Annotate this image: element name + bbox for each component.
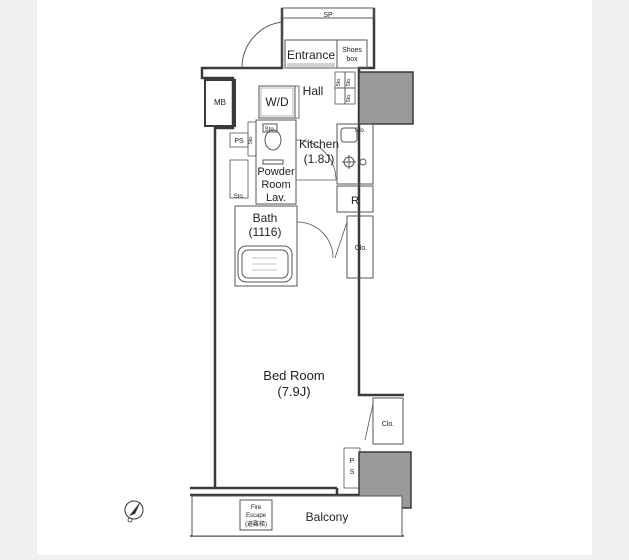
fire-escape-label-1: Fire [251,505,262,511]
closet-top [346,215,374,279]
closet-top-label: Clo. [355,245,368,252]
sp-strip [281,7,375,19]
powder-room [255,119,297,205]
sto-shelf-3: Sto. [346,94,352,103]
ps-bottom-label-2: S [350,469,355,476]
sto-powder-label: Sto. [234,194,245,200]
bath-label: Bath [253,211,278,225]
bedroom-label: Bed Room [263,368,324,383]
sp-label: SP [323,12,333,19]
entrance-label: Entrance [287,48,335,62]
ps-bottom-label-1: P [350,458,355,465]
powder-label-3: Lav. [266,192,286,204]
entrance-steps [287,63,335,67]
sto-small-label: Sto. [265,127,276,133]
hall-label: Hall [303,84,324,98]
mb-label: MB [214,98,226,107]
fire-escape-label-3: (避難梯) [245,520,267,528]
compass-icon [124,500,144,523]
bathroom [234,205,298,287]
fire-escape-label-2: Escape [246,513,267,519]
sto-shelf-2: Sto. [346,78,352,87]
ps-top-label: PS [234,138,244,145]
wd-label: W/D [265,95,289,109]
bedroom-size: (7.9J) [277,384,310,399]
shoes-box [336,39,368,69]
fridge-label: R [351,195,359,207]
shoes-box-label-1: Shoes [342,47,362,54]
floor-plan-canvas: SP Entrance Shoes box [37,0,592,555]
shoes-box-label-2: box [346,56,358,63]
hall-storage-shelves: Sto. Sto. Sto. [334,71,356,105]
kitchen-size: (1.8J) [304,152,335,166]
sto-kitchen: Sto. [355,128,366,134]
bath-grid [252,257,277,271]
powder-label-2: Room [261,179,290,191]
kitchen-label: Kitchen [299,137,339,151]
closet-bottom [372,397,404,445]
closet-bottom-label: Clo. [382,421,395,428]
sto-small-vertical: Sto. [248,136,254,145]
entrance-door-arc [241,21,283,69]
column-top [358,71,414,125]
fire-escape-box [239,499,273,531]
fridge-box [336,185,374,213]
floor-plan-drawing: SP Entrance Shoes box [124,7,414,537]
ps-box-bottom [343,447,361,489]
balcony-area [191,495,403,537]
kitchen-counter [336,123,374,185]
balcony-label: Balcony [306,510,349,524]
sto-shelf-1: Sto. [336,78,342,87]
bath-size: (1116) [249,225,282,239]
mb-box [204,79,236,127]
powder-label-1: Powder [257,166,295,178]
